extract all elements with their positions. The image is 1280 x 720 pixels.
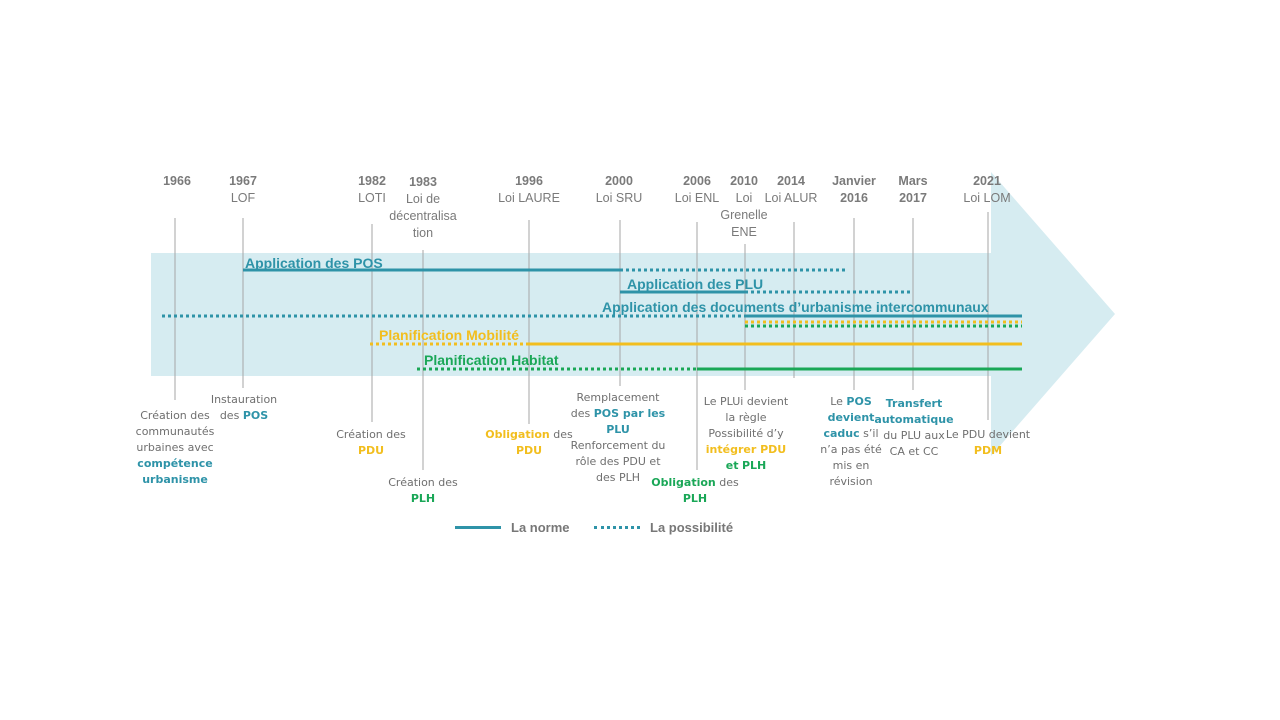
event-text: Création des: [336, 428, 406, 441]
date-2016: Janvier 2016: [824, 173, 884, 207]
date-year: 2006: [683, 174, 711, 188]
event-text: Renforcement du rôle des PDU et des PLH: [570, 439, 666, 484]
event-highlight: POS devient caduc: [823, 395, 875, 440]
date-year: Janvier 2016: [832, 174, 876, 205]
date-2010: 2010 Loi Grenelle ENE: [720, 173, 768, 241]
event-text: des: [719, 476, 739, 489]
date-law: Loi LOM: [963, 191, 1011, 205]
date-year: 1983: [409, 175, 437, 189]
event-1983: Création des PLH: [383, 475, 463, 507]
event-highlight: POS par les PLU: [593, 407, 666, 436]
legend-possibility-label: La possibilité: [650, 520, 734, 535]
event-2010: Le PLUi devient la règle Possibilité d’y…: [698, 394, 794, 474]
date-2021: 2021 Loi LOM: [955, 173, 1019, 207]
event-1982: Création des PDU: [330, 427, 412, 459]
date-year: 2010: [730, 174, 758, 188]
date-year: 2000: [605, 174, 633, 188]
event-text: Remplacement des: [570, 391, 660, 420]
date-law: LOTI: [358, 191, 386, 205]
event-text: Le PDU devient: [945, 428, 1031, 441]
event-text: Création des: [388, 476, 458, 489]
date-year: Mars 2017: [898, 174, 928, 205]
date-1996: 1996 Loi LAURE: [489, 173, 569, 207]
date-law: LOF: [230, 191, 256, 205]
bar-title-intercommunal: Application des documents d’urbanisme in…: [602, 299, 989, 315]
legend-dotted-swatch: [594, 526, 640, 529]
date-2000: 2000 Loi SRU: [584, 173, 654, 207]
bar-title-pos: Application des POS: [245, 255, 383, 271]
date-law: Loi ENL: [674, 191, 720, 205]
date-2006: 2006 Loi ENL: [667, 173, 727, 207]
legend-possibility: La possibilité: [594, 520, 733, 535]
legend-solid-swatch: [455, 526, 501, 529]
bar-title-plu: Application des PLU: [627, 276, 764, 292]
event-1966: Création des communautés urbaines avec c…: [128, 408, 222, 488]
event-highlight: PLH: [410, 492, 436, 505]
tick-lines: [174, 212, 989, 470]
legend-norm: La norme: [455, 520, 570, 535]
event-text: Le: [830, 395, 843, 408]
event-1996: Obligation des PDU: [482, 427, 576, 459]
date-law: Loi de décentralisa tion: [389, 192, 457, 240]
date-year: 1966: [163, 174, 191, 188]
event-text: du PLU aux CA et CC: [883, 429, 945, 458]
bar-title-mobility: Planification Mobilité: [379, 327, 520, 343]
timeline-arrow: [151, 172, 1115, 456]
event-text: Création des communautés urbaines avec: [135, 409, 215, 454]
date-year: 2014: [777, 174, 805, 188]
event-1967: Instauration des POS: [204, 392, 284, 424]
bar-title-habitat: Planification Habitat: [424, 352, 559, 368]
date-year: 2021: [973, 174, 1001, 188]
event-text: s’il n’a pas été mis en révision: [820, 427, 882, 488]
event-highlight: Transfert automatique: [874, 397, 954, 426]
date-law: Loi ALUR: [764, 191, 818, 205]
event-highlight: POS: [242, 409, 269, 422]
event-2016: Le POS devient caduc s’il n’a pas été mi…: [818, 394, 884, 490]
date-year: 1982: [358, 174, 386, 188]
date-law: Loi Grenelle ENE: [720, 191, 768, 239]
event-highlight: PDU: [357, 444, 385, 457]
event-2000: Remplacement des POS par les PLU Renforc…: [568, 390, 668, 486]
date-2017: Mars 2017: [883, 173, 943, 207]
event-2006: Obligation des PLH: [648, 475, 742, 507]
event-highlight: PLH: [741, 459, 767, 472]
date-law: Loi LAURE: [498, 191, 560, 205]
event-text: des: [553, 428, 573, 441]
legend-norm-label: La norme: [511, 520, 570, 535]
date-law: Loi SRU: [595, 191, 643, 205]
event-highlight: Obligation: [651, 476, 716, 489]
bar-segments: [162, 268, 1022, 371]
event-highlight: PLH: [682, 492, 708, 505]
date-1966: 1966: [147, 173, 207, 190]
date-year: 1967: [229, 174, 257, 188]
date-1982: 1982 LOTI: [342, 173, 402, 207]
date-1983: 1983 Loi de décentralisa tion: [381, 174, 465, 242]
event-highlight: PDM: [973, 444, 1003, 457]
event-highlight: et: [725, 459, 739, 472]
event-highlight: PDU: [515, 444, 543, 457]
event-text: Le PLUi devient la règle Possibilité d’y: [703, 395, 789, 440]
date-2014: 2014 Loi ALUR: [761, 173, 821, 207]
date-1967: 1967 LOF: [213, 173, 273, 207]
date-year: 1996: [515, 174, 543, 188]
event-text: Instauration des: [210, 393, 278, 422]
event-2017: Transfert automatique du PLU aux CA et C…: [874, 396, 954, 460]
event-highlight: Obligation: [485, 428, 550, 441]
event-highlight: compétence urbanisme: [137, 457, 213, 486]
event-highlight: intégrer PDU: [705, 443, 787, 456]
event-2021: Le PDU devient PDM: [942, 427, 1034, 459]
